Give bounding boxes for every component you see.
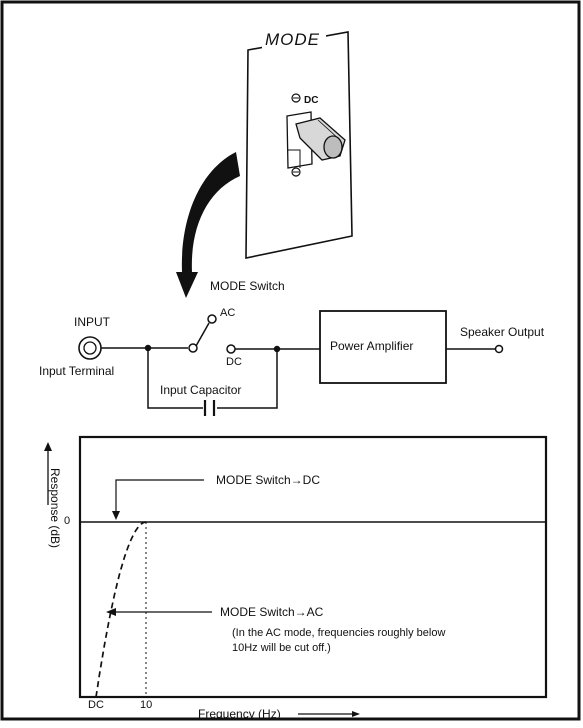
mode-switch-label: MODE Switch: [210, 279, 285, 293]
response-graph: [44, 435, 548, 717]
ac-note-line-2: 10Hz will be cut off.): [232, 642, 331, 654]
y-axis-label: Response (dB): [48, 468, 62, 549]
input-capacitor-label: Input Capacitor: [160, 383, 242, 397]
circuit: [78, 310, 504, 416]
power-amplifier-label: Power Amplifier: [330, 339, 414, 353]
curved-arrow-icon: [176, 152, 240, 298]
dc-annotation: MODE Switch→DC: [216, 473, 321, 487]
switch-ac-label: AC: [220, 307, 236, 319]
dc-callout-arrowhead: [112, 511, 120, 520]
mode-panel-title: MODE: [265, 30, 320, 49]
screw-top-icon: [291, 93, 301, 103]
x-axis-label: Frequency (Hz): [198, 707, 281, 721]
input-terminal-label: Input Terminal: [39, 364, 115, 378]
input-terminal-icon: [78, 336, 102, 360]
capacitor-icon: [203, 400, 216, 416]
switch-dc-label: DC: [226, 356, 242, 368]
ac-annotation: MODE Switch→AC: [220, 605, 324, 619]
speaker-output-terminal: [494, 344, 504, 354]
speaker-output-label: Speaker Output: [460, 325, 545, 339]
x-tick-10: 10: [140, 699, 153, 711]
screw-bottom-icon: [291, 167, 301, 177]
x-tick-dc: DC: [88, 699, 104, 711]
panel-dc-mark: DC: [304, 95, 319, 106]
graph-frame: [78, 435, 548, 699]
toggle-switch-icon: [286, 111, 346, 169]
ac-callout-arrowhead: [106, 608, 116, 616]
mode-switch-icon: [188, 314, 236, 354]
power-amplifier-block: [319, 310, 447, 384]
y-tick-0: 0: [64, 515, 71, 527]
dc-callout: [115, 479, 204, 515]
plot-layer: [80, 521, 546, 698]
ac-note-line-1: (In the AC mode, frequencies roughly bel…: [232, 627, 446, 639]
input-label: INPUT: [74, 315, 110, 329]
mode-panel: [245, 30, 353, 259]
series-ac-line: [95, 521, 147, 698]
